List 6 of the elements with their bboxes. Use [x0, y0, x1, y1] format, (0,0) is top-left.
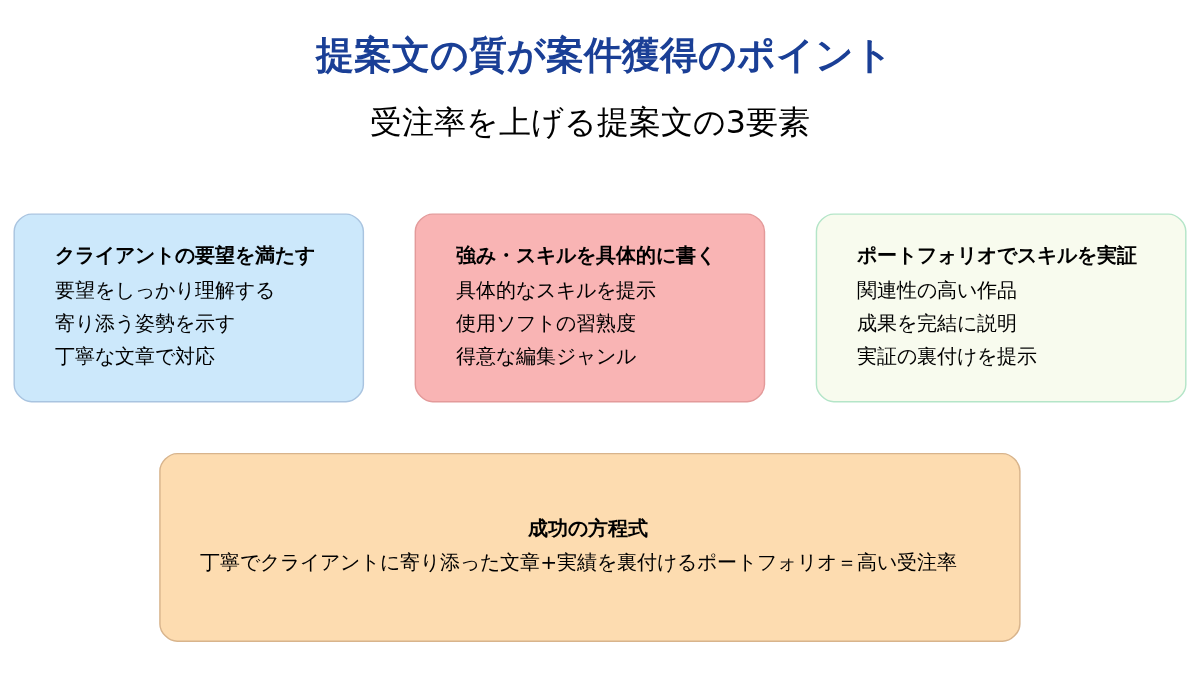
node-box: 成功の方程式 丁寧でクライアントに寄り添った文章+実績を裏付けるポートフォリオ＝高い受注率	[159, 452, 1021, 642]
label: 受注率を上げる提案文の3要素	[369, 103, 810, 140]
diagram-title: 提案文の質が案件獲得のポイント	[315, 33, 893, 78]
node-box: ポートフォリオでスキルを実証 関連性の高い作品 成果を完結に説明 実証の裏付けを提示	[815, 213, 1187, 403]
node-box: 強み・スキルを具体的に書く 具体的なスキルを提示 使用ソフトの習熟度 得意な編集ジャンル	[414, 213, 766, 403]
node-box: クライアントの要望を満たす 要望をしっかり理解する 寄り添う姿勢を示す 丁寧な文章で対応	[13, 213, 365, 403]
